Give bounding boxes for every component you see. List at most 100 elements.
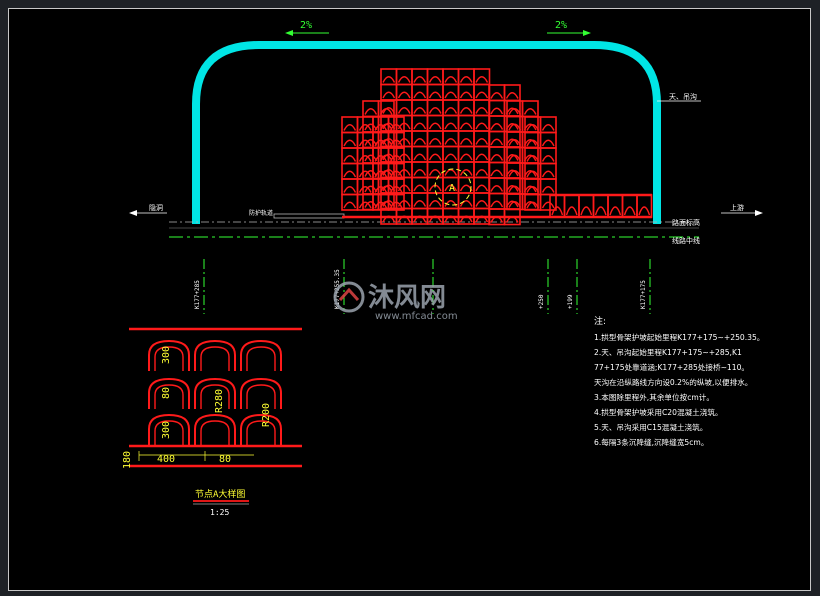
- arch-curve: [397, 122, 411, 130]
- arch-curve: [413, 138, 427, 145]
- arch-curve: [343, 124, 357, 131]
- detail-dimension-label: 400: [157, 454, 175, 465]
- arch-curve: [526, 139, 540, 147]
- arch-curve: [638, 206, 651, 216]
- arch-curve: [475, 138, 489, 145]
- notes-block: 注: 1.拱型骨架护坡起始里程K177+175~+250.35。 2.天、吊沟起…: [594, 315, 764, 447]
- arch-curve: [508, 123, 522, 131]
- detail-dimension-label: 80: [161, 387, 172, 399]
- detail-dimension-label: 80: [219, 454, 231, 465]
- arch-curve: [358, 201, 372, 209]
- arch-curve: [428, 122, 442, 130]
- detail-dimension-label: R280: [214, 389, 225, 413]
- detail-arch-outer: [240, 339, 282, 371]
- label-road-elevation: 路面标高: [672, 218, 700, 227]
- arch-curve: [475, 91, 489, 99]
- note-line: 77+175处靠道涵;K177+285处接桥~110。: [594, 362, 749, 372]
- arch-curve: [413, 122, 427, 130]
- arch-curve: [444, 153, 458, 161]
- arch-curve: [413, 200, 427, 207]
- detail-arch-outer: [148, 377, 190, 409]
- station-label: K177+285: [194, 280, 201, 309]
- detail-a-drawing: [129, 327, 302, 468]
- arch-curve: [382, 122, 396, 130]
- arch-curve: [397, 153, 411, 161]
- arch-curve: [508, 139, 522, 146]
- arch-curve: [459, 200, 473, 207]
- detail-arch-inner: [200, 346, 230, 371]
- detail-title: 节点A大样图: [195, 488, 245, 500]
- arch-curve: [397, 200, 411, 207]
- arch-curve: [444, 122, 458, 130]
- arch-curve: [541, 124, 555, 131]
- slope-marker-left: 2%: [285, 20, 329, 36]
- note-line: 3.本图除里程外,其余单位按cm计。: [594, 392, 714, 402]
- arch-curve: [526, 201, 540, 209]
- arch-curve: [475, 153, 489, 161]
- arch-curve: [382, 169, 396, 176]
- arch-curve: [428, 91, 442, 99]
- arch-curve: [428, 138, 442, 145]
- arch-curve: [459, 91, 473, 99]
- detail-arch-inner: [200, 384, 230, 409]
- arch-curve: [413, 76, 427, 83]
- detail-dimension-label: 300: [161, 421, 172, 439]
- node-a-marker[interactable]: [434, 168, 472, 206]
- arch-curve: [343, 201, 357, 209]
- station-label: +250: [538, 294, 545, 309]
- detail-arch-inner: [154, 420, 184, 445]
- arch-curve: [490, 107, 504, 115]
- arch-curve: [343, 186, 357, 193]
- arch-curve: [397, 138, 411, 145]
- slope-label-right: 2%: [555, 20, 567, 31]
- cad-viewport[interactable]: 2% 2% 天、吊沟 隐洞 上游 路面标高 线路中线 防护轨道 A K177+2…: [8, 8, 811, 591]
- slope-marker-right: 2%: [547, 20, 591, 36]
- arch-curve: [526, 124, 540, 131]
- arch-curve: [475, 107, 489, 114]
- arch-curve: [475, 184, 489, 192]
- node-a-label: A: [449, 183, 455, 194]
- direction-arrow-left: 隐洞: [129, 203, 167, 216]
- arch-curve: [343, 139, 357, 147]
- arch-frame-protection: [341, 68, 653, 226]
- arch-curve: [541, 155, 555, 162]
- arch-curve: [382, 138, 396, 145]
- station-label: +199: [567, 294, 574, 309]
- detail-arch-inner: [154, 346, 184, 371]
- note-line: 天沟在沿纵路线方向设0.2%的纵坡,以便排水。: [594, 377, 752, 387]
- note-line: 2.天、吊沟起始里程K177+175~+285,K1: [594, 347, 742, 357]
- arch-curve: [459, 122, 473, 130]
- arch-curve: [459, 153, 473, 161]
- arch-curve: [444, 184, 458, 192]
- arch-curve: [490, 92, 504, 99]
- note-line: 1.拱型骨架护坡起始里程K177+175~+250.35。: [594, 332, 764, 342]
- label-roof-drain: 天、吊沟: [669, 92, 697, 101]
- arch-curve: [413, 107, 427, 114]
- arch-curve: [382, 91, 396, 99]
- detail-dimension-label: 180: [122, 451, 133, 469]
- arch-curve: [459, 169, 473, 176]
- station-label: K177+175: [640, 280, 647, 309]
- label-left-direction: 隐洞: [149, 203, 163, 212]
- arch-curve: [475, 76, 489, 83]
- arch-curve: [444, 107, 458, 114]
- watermark-brand: 沐风网: [368, 283, 446, 313]
- arch-curve: [428, 153, 442, 161]
- arch-curve: [551, 206, 564, 216]
- arch-curve: [490, 185, 504, 192]
- label-right-direction: 上游: [730, 203, 744, 212]
- arch-curve: [364, 185, 378, 193]
- arch-curve: [413, 91, 427, 99]
- arch-curve: [382, 184, 396, 192]
- detail-arch-inner: [154, 384, 184, 409]
- arch-curve: [358, 186, 372, 193]
- arch-curve: [490, 138, 504, 146]
- drawing-canvas[interactable]: 2% 2% 天、吊沟 隐洞 上游 路面标高 线路中线 防护轨道 A K177+2…: [9, 9, 812, 592]
- arch-curve: [508, 185, 522, 193]
- arch-curve: [541, 139, 555, 147]
- detail-arch-outer: [194, 377, 236, 409]
- arch-curve: [444, 91, 458, 99]
- watermark: 沐风网 www.mfcad.com: [333, 281, 458, 322]
- arch-curve: [358, 170, 372, 178]
- watermark-url: www.mfcad.com: [375, 311, 458, 322]
